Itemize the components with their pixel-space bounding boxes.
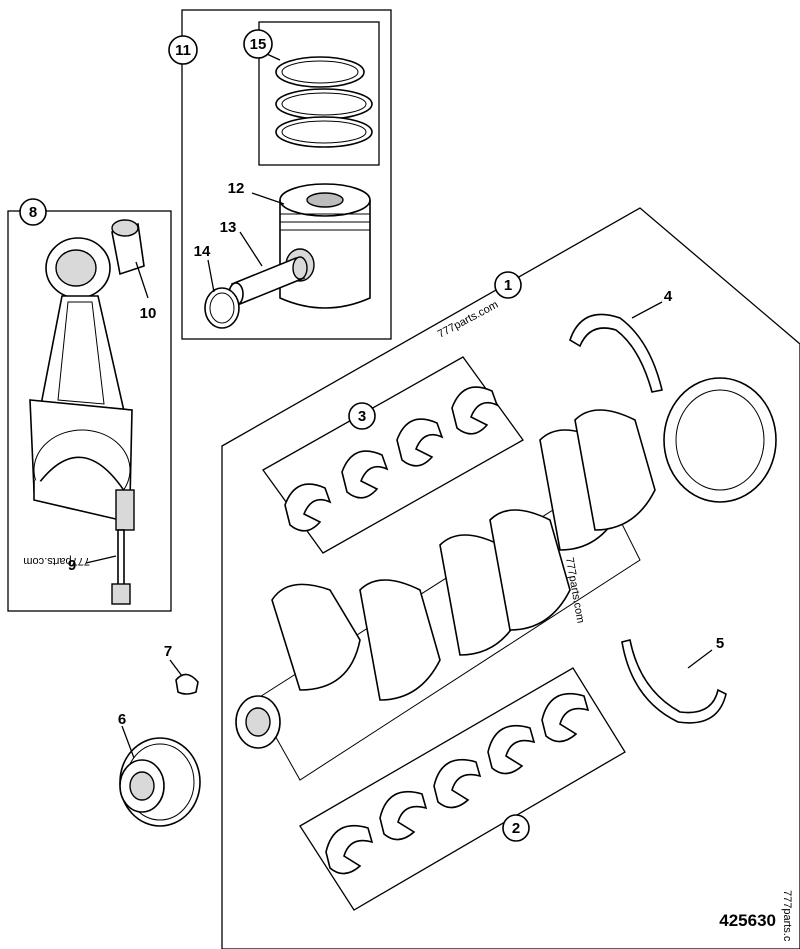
svg-text:6: 6 [118,711,126,728]
crankshaft-group-frame [221,207,800,949]
connecting-rod [29,237,135,531]
callout-5: 5 [716,635,724,652]
woodruff-key [175,673,199,695]
ring-set-frame [258,21,380,166]
conrod-bearing-shell-frame [299,667,626,911]
timing-gear [119,737,201,827]
svg-text:4: 4 [664,288,673,305]
watermark: 777parts.com [436,299,500,341]
callout-3: 3 [348,402,376,430]
svg-text:10: 10 [140,305,157,322]
callout-2: 2 [502,814,530,842]
small-end-bush [111,219,145,276]
callout-4: 4 [664,288,673,305]
svg-text:15: 15 [250,36,267,53]
watermark: 777parts.com [23,555,90,567]
callout-10: 10 [140,305,157,322]
thrust-washer-upper [569,313,663,393]
callout-13: 13 [220,219,237,236]
svg-text:3: 3 [358,408,366,425]
watermark: 777parts.c [781,890,793,942]
main-bearing-shells [284,386,499,532]
svg-text:1: 1 [504,277,512,294]
callout-1: 1 [494,271,522,299]
svg-text:9: 9 [68,557,76,574]
thrust-washer-lower [621,639,727,724]
callout-9: 9 [68,557,76,574]
svg-text:11: 11 [175,42,191,59]
svg-text:13: 13 [220,219,237,236]
callout-11: 11 [168,35,198,65]
callout-15: 15 [243,29,273,59]
svg-text:12: 12 [228,180,245,197]
connecting-rod-frame [7,210,172,612]
callout-8: 8 [19,198,47,226]
circlip [204,287,240,329]
piston [279,183,371,309]
conrod-bearing-shells [325,692,590,875]
conrod-bolt [111,529,131,605]
svg-text:8: 8 [29,204,37,221]
callout-6: 6 [118,711,126,728]
svg-text:5: 5 [716,635,724,652]
piston-group-frame [181,9,392,340]
svg-text:2: 2 [512,820,520,837]
leader-lines [85,49,713,759]
figure-number: 425630 [719,911,776,930]
crankshaft [235,377,777,781]
callout-12: 12 [228,180,245,197]
piston-rings [275,56,373,148]
svg-text:14: 14 [194,243,211,260]
svg-text:7: 7 [164,643,172,660]
callout-14: 14 [194,243,211,260]
callout-7: 7 [164,643,172,660]
